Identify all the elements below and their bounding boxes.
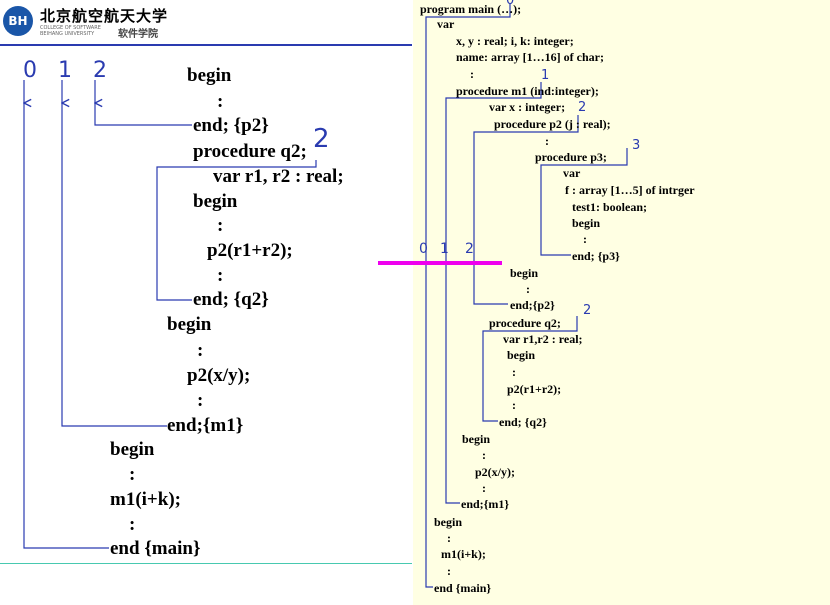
- right-level-label: 0: [506, 0, 515, 8]
- left-code-line: begin: [167, 314, 212, 335]
- right-code-line: name: array [1…16] of char;: [456, 50, 604, 64]
- left-code-line: :: [129, 464, 136, 485]
- left-level-label: 2: [93, 58, 107, 83]
- left-line-p2: [94, 103, 192, 126]
- right-code-line: procedure m1 (ind:integer);: [456, 84, 599, 98]
- footer-divider: [0, 563, 412, 564]
- left-code-line: :: [197, 340, 204, 361]
- right-code-line: :: [482, 448, 486, 462]
- right-line-q2: [482, 316, 578, 422]
- right-code-line: begin: [510, 266, 539, 280]
- right-code-line: :: [447, 531, 451, 545]
- right-code-line: f : array [1…5] of intrger: [565, 183, 695, 197]
- right-code-line: var x : integer;: [489, 100, 566, 114]
- left-level-label: 1: [58, 58, 72, 83]
- right-code-line: var r1,r2 : real;: [503, 332, 583, 346]
- right-split-label: 1: [440, 241, 449, 257]
- right-code-line: p2(r1+r2);: [507, 382, 562, 396]
- right-code-line: :: [545, 134, 549, 148]
- right-code-line: begin: [434, 515, 463, 529]
- left-code-line: end {main}: [110, 538, 201, 559]
- right-line-m1: [445, 82, 542, 504]
- left-line-q2: [156, 160, 317, 301]
- right-code-line: end {main}: [434, 581, 492, 595]
- left-code-line: :: [217, 91, 224, 112]
- right-line-p3: [540, 148, 628, 256]
- right-level-label: 1: [541, 68, 550, 83]
- left-level-label: 0: [23, 58, 37, 83]
- right-code-line: end; {p3}: [572, 249, 620, 263]
- left-code-line: p2(r1+r2);: [207, 240, 293, 261]
- left-level-label: 2: [313, 124, 330, 154]
- right-code-line: :: [583, 232, 587, 246]
- left-code-line: :: [129, 514, 136, 535]
- right-code-line: begin: [462, 432, 491, 446]
- right-code-line: :: [526, 282, 530, 296]
- right-code-line: procedure p2 (j : real);: [494, 117, 611, 131]
- right-code-line: var: [437, 17, 455, 31]
- right-code-line: test1: boolean;: [572, 200, 647, 214]
- left-code-line: end; {q2}: [193, 289, 269, 310]
- left-code-line: p2(x/y);: [187, 365, 251, 386]
- right-code-line: :: [470, 67, 474, 81]
- right-split-label: 2: [465, 241, 474, 257]
- right-line-p2: [473, 115, 579, 305]
- right-code-line: end;{p2}: [510, 298, 555, 312]
- right-code-line: end; {q2}: [499, 415, 547, 429]
- right-code-panel: [413, 0, 830, 605]
- right-level-label: 2: [578, 100, 587, 115]
- university-name-en-line1: COLLEGE OF SOFTWARE: [40, 25, 101, 31]
- left-line-main: [23, 103, 109, 549]
- right-code-line: begin: [507, 348, 536, 362]
- right-code-line: procedure q2;: [489, 316, 561, 330]
- left-code-line: end;{m1}: [167, 415, 244, 436]
- right-split-label: 0: [419, 241, 428, 257]
- right-line-main: [425, 3, 511, 588]
- left-code-line: var r1, r2 : real;: [213, 166, 344, 187]
- left-code-line: begin: [193, 191, 238, 212]
- right-code-line: :: [512, 365, 516, 379]
- right-code-line: program main (…);: [420, 2, 522, 16]
- right-code-line: x, y : real; i, k: integer;: [456, 34, 574, 48]
- header-divider: [0, 44, 412, 46]
- university-name-cn: 北京航空航天大学: [40, 9, 169, 25]
- left-code-line: procedure q2;: [193, 141, 307, 162]
- right-level-label: 3: [632, 138, 641, 153]
- right-code-line: :: [447, 564, 451, 578]
- university-logo: BH: [3, 6, 33, 36]
- left-code-line: :: [197, 390, 204, 411]
- left-line-m1: [61, 103, 167, 427]
- left-code-line: m1(i+k);: [110, 489, 181, 510]
- left-code-line: begin: [187, 65, 232, 86]
- university-name-en-line2: BEIHANG UNIVERSITY: [40, 31, 95, 37]
- right-code-line: end;{m1}: [461, 497, 510, 511]
- right-level-label: 2: [583, 303, 592, 318]
- right-code-line: procedure p3;: [535, 150, 607, 164]
- right-code-line: var: [563, 166, 581, 180]
- right-code-line: p2(x/y);: [475, 465, 515, 479]
- left-code-line: :: [217, 265, 224, 286]
- left-code-line: begin: [110, 439, 155, 460]
- school-name: 软件学院: [118, 29, 158, 40]
- right-code-line: m1(i+k);: [441, 547, 486, 561]
- university-name-en: COLLEGE OF SOFTWARE BEIHANG UNIVERSITY: [40, 25, 101, 37]
- right-code-line: :: [482, 481, 486, 495]
- right-code-line: begin: [572, 216, 601, 230]
- right-code-line: :: [512, 398, 516, 412]
- left-code-line: :: [217, 215, 224, 236]
- left-code-line: end; {p2}: [193, 115, 269, 136]
